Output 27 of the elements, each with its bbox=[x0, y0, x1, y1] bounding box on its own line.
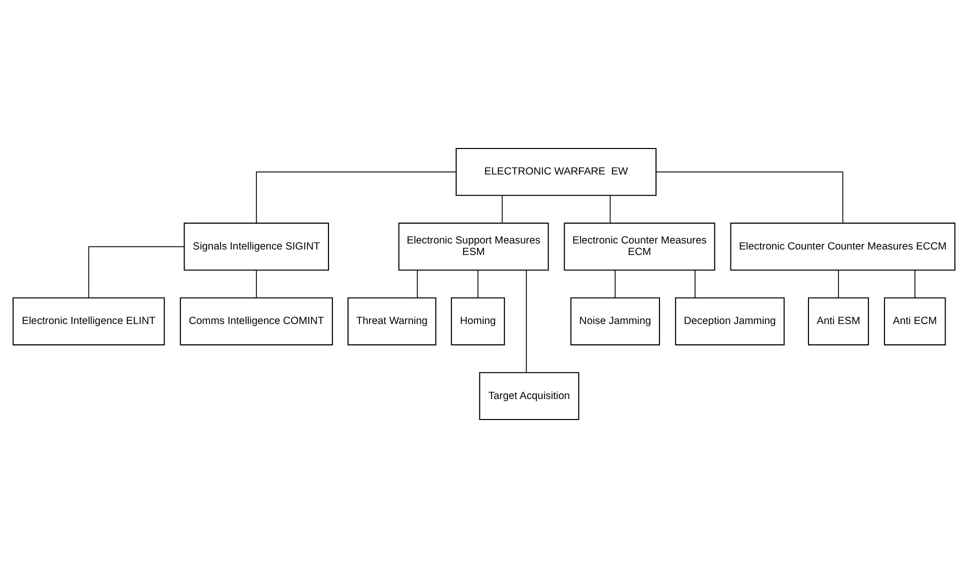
connector bbox=[694, 269, 696, 298]
connector bbox=[614, 269, 616, 298]
node-box: Noise Jamming bbox=[570, 296, 660, 345]
node-box: Anti ECM bbox=[884, 296, 946, 345]
connector bbox=[416, 269, 418, 298]
node-box: Comms Intelligence COMINT bbox=[180, 296, 333, 345]
connector bbox=[838, 269, 839, 298]
node-box: Electronic Counter Measures ECM bbox=[564, 222, 716, 270]
connector bbox=[526, 269, 527, 372]
connector bbox=[477, 269, 478, 298]
node-box: Threat Warning bbox=[348, 296, 436, 345]
node-box: Deception Jamming bbox=[675, 296, 785, 345]
node-box: ELECTRONIC WARFARE EW bbox=[456, 147, 657, 196]
connector bbox=[656, 171, 844, 223]
node-box: Homing bbox=[450, 296, 505, 345]
node-box: Signals Intelligence SIGINT bbox=[184, 222, 330, 270]
node-box: Electronic Intelligence ELINT bbox=[12, 296, 165, 345]
connector bbox=[256, 171, 456, 223]
connector bbox=[256, 269, 257, 298]
connector bbox=[610, 194, 611, 224]
connector bbox=[914, 269, 916, 298]
node-box: Target Acquisition bbox=[479, 372, 580, 420]
node-box: Electronic Counter Counter Measures ECCM bbox=[730, 222, 956, 270]
connector bbox=[502, 194, 503, 224]
node-box: Electronic Support Measures ESM bbox=[398, 222, 549, 270]
node-box: Anti ESM bbox=[808, 296, 869, 345]
connector bbox=[88, 246, 184, 298]
